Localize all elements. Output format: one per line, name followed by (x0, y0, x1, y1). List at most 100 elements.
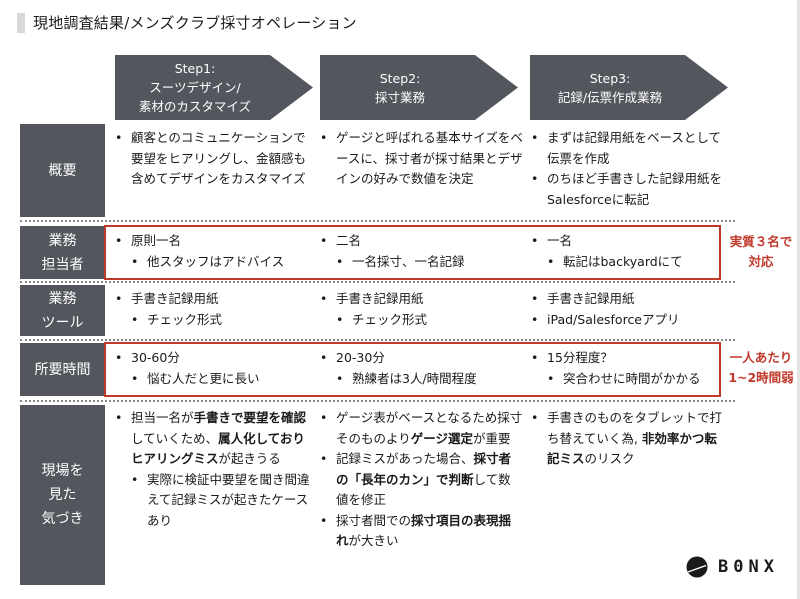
row-label-line: 担当者 (41, 256, 84, 273)
bullet-text: 原則一名 (131, 233, 182, 248)
bullet-text: 二名 (336, 233, 362, 248)
bullet-list: 手書き記録用紙iPad/Salesforceアプリ (529, 289, 724, 330)
step-arrow-shape (115, 55, 313, 120)
bullet-text: 手書き記録用紙 (131, 291, 219, 306)
step-3-label: Step3: 記録/伝票作成業務 (530, 55, 690, 120)
table-cell: ゲージと呼ばれる基本サイズをベースに、採寸者が採寸結果とデザインの好みで数値を決… (318, 128, 523, 190)
table-cell: 二名一名採寸、一名記録 (318, 231, 523, 272)
bullet-text: 一名採寸、一名記録 (352, 253, 465, 269)
row-label-line: 所要時間 (34, 361, 91, 378)
bullet-text: が起きうる (218, 451, 281, 466)
bullet-text: 熟練者は3人/時間程度 (352, 370, 477, 386)
bullet-item: 手書きのものをタブレットで打ち替えていく為, 非効率かつ転記ミスのリスク (529, 408, 724, 470)
bullet-item: のちほど手書きした記録用紙をSalesforceに転記 (529, 169, 724, 210)
bullet-item: 手書き記録用紙 (318, 289, 523, 310)
bullet-list: 原則一名他スタッフはアドバイス (113, 231, 313, 272)
bullet-text: 手書きのものをタブレットで打ち替えていく為, (547, 410, 723, 446)
row-label-tools: 業務 ツール (20, 285, 105, 336)
row-label-findings: 現場を 見た 気づき (20, 405, 105, 585)
note-line: 一人あたり (729, 350, 793, 365)
sub-bullet-item: 突合わせに時間がかかる (529, 369, 724, 390)
bullet-text: ゲージ表がベースとなるため採寸そのものより (336, 410, 523, 446)
step-arrow-shape (530, 55, 728, 120)
bullet-text: iPad/Salesforceアプリ (547, 311, 680, 327)
table-cell: 顧客とのコミュニケーションで要望をヒアリングし、金額感も含めてデザインをカスタマ… (113, 128, 313, 190)
sub-bullet-item: 他スタッフはアドバイス (113, 252, 313, 273)
bullet-text: 顧客とのコミュニケーションで要望をヒアリングし、金額感も含めてデザインをカスタマ… (131, 130, 307, 186)
bonx-logo: B0NX (686, 556, 779, 578)
emphasis-text: 採寸項目の表現揺れ (336, 512, 512, 549)
row-label-line: 業務 (48, 232, 77, 249)
bullet-text: が大きい (348, 533, 399, 548)
bullet-item: ゲージ表がベースとなるため採寸そのものよりゲージ選定が重要 (318, 408, 523, 449)
step-2-arrow: Step2: 採寸業務 (320, 55, 520, 120)
bullet-text: のリスク (584, 451, 635, 466)
table-cell: 15分程度？ 突合わせに時間がかかる (529, 348, 724, 389)
bullet-list: まずは記録用紙をベースとして伝票を作成のちほど手書きした記録用紙をSalesfo… (529, 128, 724, 210)
bullet-item: 20-30分 (318, 348, 523, 369)
bullet-text: 手書き記録用紙 (336, 291, 424, 306)
bullet-list: 30-60分悩む人だと更に長い (113, 348, 313, 389)
bullet-text: 記録ミスがあった場合、 (336, 451, 474, 466)
bullet-text: 他スタッフはアドバイス (147, 253, 285, 269)
emphasis-text: 手書きで要望を確認 (193, 410, 307, 425)
row-label-line: 業務 (48, 290, 77, 307)
emphasis-text: 属人化しておりヒアリングミス (131, 430, 305, 467)
bullet-item: ゲージと呼ばれる基本サイズをベースに、採寸者が採寸結果とデザインの好みで数値を決… (318, 128, 523, 190)
table-cell: 担当一名が手書きで要望を確認していくため、属人化しておりヒアリングミスが起きうる… (113, 408, 313, 531)
step-1-arrow: Step1: スーツデザイン/ 素材のカスタマイズ (115, 55, 315, 120)
bullet-list: 手書き記録用紙チェック形式 (318, 289, 523, 330)
bullet-text: まずは記録用紙をベースとして伝票を作成 (547, 130, 722, 166)
step-3-line: Step3: (589, 70, 631, 86)
table-cell: 手書き記録用紙iPad/Salesforceアプリ (529, 289, 724, 330)
bonx-logo-text: B0NX (718, 557, 779, 577)
note-line: 実質３名で (729, 234, 793, 249)
row-label-staff: 業務 担当者 (20, 226, 105, 279)
row-separator (20, 220, 735, 222)
bullet-item: まずは記録用紙をベースとして伝票を作成 (529, 128, 724, 169)
bullet-text: チェック形式 (147, 311, 223, 327)
bullet-item: 二名 (318, 231, 523, 252)
row-label-line: 見た (48, 487, 77, 503)
step-2-line: Step2: (379, 70, 421, 86)
bullet-text: 採寸者間での (336, 512, 412, 528)
bullet-text: チェック形式 (352, 311, 428, 327)
bullet-list: ゲージと呼ばれる基本サイズをベースに、採寸者が採寸結果とデザインの好みで数値を決… (318, 128, 523, 190)
emphasis-text: ゲージ選定 (410, 430, 474, 446)
bullet-text: 一名 (547, 233, 573, 248)
bullet-text: 15分程度？ (547, 350, 613, 365)
bullet-item: 30-60分 (113, 348, 313, 369)
bullet-text: 実際に検証中要望を聞き間違えて記録ミスが起きたケースあり (147, 471, 310, 528)
table-cell: 手書き記録用紙チェック形式 (113, 289, 313, 330)
sub-bullet-item: 実際に検証中要望を聞き間違えて記録ミスが起きたケースあり (113, 470, 313, 532)
table-cell: 手書き記録用紙チェック形式 (318, 289, 523, 330)
bullet-list: 顧客とのコミュニケーションで要望をヒアリングし、金額感も含めてデザインをカスタマ… (113, 128, 313, 190)
title-marker (17, 13, 25, 33)
table-cell: 一名転記はbackyardにて (529, 231, 724, 272)
page-title: 現地調査結果/メンズクラブ採寸オペレーション (33, 14, 357, 32)
table-cell: 原則一名他スタッフはアドバイス (113, 231, 313, 272)
bullet-list: 二名一名採寸、一名記録 (318, 231, 523, 272)
bullet-item: 手書き記録用紙 (113, 289, 313, 310)
emphasis-text: 非効率かつ転記ミス (547, 430, 717, 467)
note-time: 一人あたり 1~2時間弱 (722, 348, 800, 388)
bullet-text: 30-60分 (131, 350, 180, 365)
step-1-line: スーツデザイン/ (149, 80, 241, 95)
note-line: 1~2時間弱 (728, 370, 794, 385)
row-separator (20, 281, 735, 283)
table-cell: まずは記録用紙をベースとして伝票を作成のちほど手書きした記録用紙をSalesfo… (529, 128, 724, 210)
row-label-line: 現場を (41, 463, 84, 479)
step-2-label: Step2: 採寸業務 (320, 55, 480, 120)
step-arrow-shape (320, 55, 518, 120)
bullet-text: が重要 (473, 430, 511, 446)
bullet-list: 一名転記はbackyardにて (529, 231, 724, 272)
step-1-line: 素材のカスタマイズ (138, 99, 252, 114)
note-line: 対応 (748, 254, 774, 269)
row-label-time: 所要時間 (20, 343, 105, 396)
bullet-text: 突合わせに時間がかかる (563, 370, 701, 386)
step-1-label: Step1: スーツデザイン/ 素材のカスタマイズ (115, 55, 275, 120)
table-cell: 20-30分熟練者は3人/時間程度 (318, 348, 523, 389)
bullet-item: 記録ミスがあった場合、採寸者の「長年のカン」で判断して数値を修正 (318, 449, 523, 511)
row-separator (20, 400, 735, 402)
slide-edge (797, 0, 800, 599)
